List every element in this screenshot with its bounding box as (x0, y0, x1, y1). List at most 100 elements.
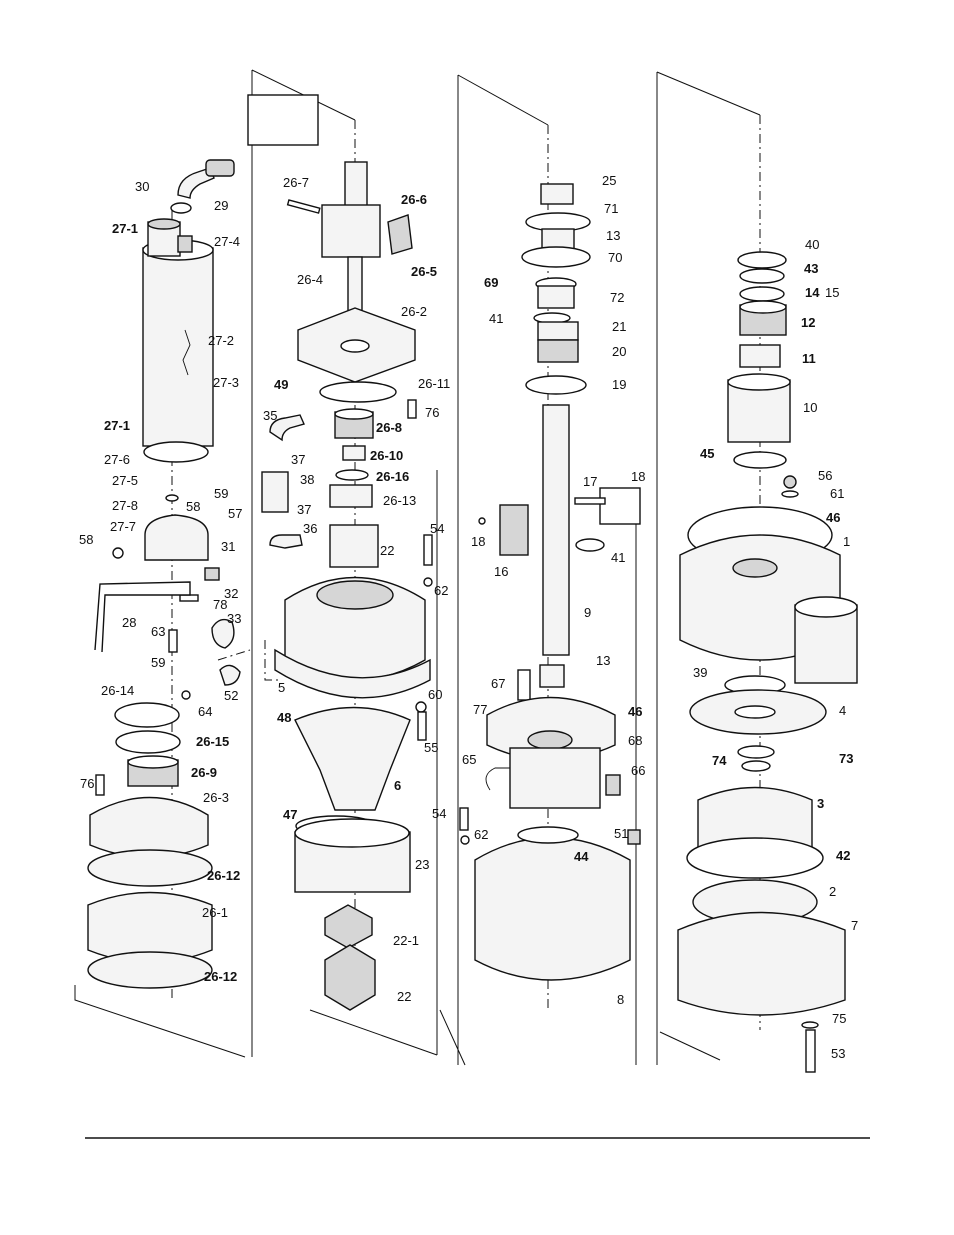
washer-62 (460, 835, 470, 845)
nut-22 (324, 944, 376, 1011)
part-label-14: 14 (805, 285, 820, 300)
part-label-61: 61 (830, 486, 844, 501)
pin-26-7 (286, 199, 321, 214)
part-label-71: 71 (604, 201, 618, 216)
part-label-46: 46 (628, 704, 642, 719)
part-label-13: 13 (606, 228, 620, 243)
part-label-27-3: 27-3 (213, 375, 239, 390)
volute-6 (294, 706, 411, 811)
panel-frames (74, 69, 761, 1066)
part-label-60: 60 (428, 687, 442, 702)
part-label-22: 22 (380, 543, 394, 558)
part-label-26-13: 26-13 (383, 493, 416, 508)
part-label-15: 15 (825, 285, 839, 300)
o-ring-44 (517, 826, 579, 844)
part-label-22: 22 (397, 989, 411, 1004)
cable-connector-38 (261, 471, 289, 513)
part-label-38: 38 (300, 472, 314, 487)
part-label-21: 21 (612, 319, 626, 334)
elbow-35 (269, 414, 305, 442)
column-2-parts (261, 161, 433, 1011)
part-label-26-8: 26-8 (376, 420, 402, 435)
part-label-41: 41 (489, 311, 503, 326)
part-label-12: 12 (801, 315, 815, 330)
part-label-35: 35 (263, 408, 277, 423)
part-label-57: 57 (228, 506, 242, 521)
motor-junction-box (247, 94, 319, 146)
part-label-27-2: 27-2 (208, 333, 234, 348)
part-label-4: 4 (839, 703, 846, 718)
part-label-48: 48 (277, 710, 291, 725)
bearing-housing-26-3 (89, 796, 209, 859)
switch-bracket-31 (144, 514, 209, 561)
part-label-41: 41 (611, 550, 625, 565)
sleeve-25 (540, 183, 574, 205)
wing-nut-33 (211, 618, 235, 649)
clip-52 (219, 664, 241, 686)
part-label-26-6: 26-6 (401, 192, 427, 207)
part-label-27-6: 27-6 (104, 452, 130, 467)
part-label-9: 9 (584, 605, 591, 620)
part-label-30: 30 (135, 179, 149, 194)
part-label-10: 10 (803, 400, 817, 415)
part-label-62: 62 (474, 827, 488, 842)
nut-56 (783, 475, 797, 489)
plug-51 (627, 829, 641, 845)
part-label-11: 11 (802, 351, 816, 366)
part-label-58: 58 (186, 499, 200, 514)
pump-housing-8 (474, 836, 631, 981)
elbow-36 (269, 534, 303, 549)
spacer-26-10 (342, 445, 366, 461)
part-label-78: 78 (213, 597, 227, 612)
part-label-6: 6 (394, 778, 401, 793)
seal-21 (537, 321, 579, 341)
nut-58 (112, 547, 124, 559)
part-label-74: 74 (712, 753, 727, 768)
bolt-54 (459, 807, 469, 831)
gasket-26-12-lower (87, 951, 213, 989)
part-label-37: 37 (291, 452, 305, 467)
part-label-73: 73 (839, 751, 853, 766)
part-label-27-8: 27-8 (112, 498, 138, 513)
part-label-2: 2 (829, 884, 836, 899)
base-7 (677, 911, 846, 1016)
part-label-49: 49 (274, 377, 288, 392)
part-label-54: 54 (430, 521, 444, 536)
spring-20 (537, 339, 579, 363)
part-label-26-2: 26-2 (401, 304, 427, 319)
o-ring-49 (319, 381, 397, 403)
part-label-33: 33 (227, 611, 241, 626)
seal-11 (739, 344, 781, 368)
washer-74 (741, 760, 771, 772)
part-label-53: 53 (831, 1046, 845, 1061)
part-label-26-1: 26-1 (202, 905, 228, 920)
washer-64 (181, 690, 191, 700)
part-label-20: 20 (612, 344, 626, 359)
part-label-56: 56 (818, 468, 832, 483)
part-label-47: 47 (283, 807, 297, 822)
part-label-25: 25 (602, 173, 616, 188)
bolt-63 (168, 629, 178, 653)
washer-70 (521, 246, 591, 268)
snap-ring-41 (575, 538, 605, 552)
seal-26-13 (329, 484, 373, 508)
part-label-26-12: 26-12 (207, 868, 240, 883)
part-label-43: 43 (804, 261, 818, 276)
bracket-17 (599, 487, 641, 525)
bolt-76 (407, 399, 417, 419)
part-label-66: 66 (631, 763, 645, 778)
gasket-26-12-upper (87, 849, 213, 887)
motor-shaft-top (344, 161, 368, 211)
part-label-36: 36 (303, 521, 317, 536)
part-label-62: 62 (434, 583, 448, 598)
part-label-64: 64 (198, 704, 212, 719)
elbow-fitting-30 (177, 167, 215, 199)
part-label-45: 45 (700, 446, 714, 461)
part-label-7: 7 (851, 918, 858, 933)
part-label-31: 31 (221, 539, 235, 554)
part-label-3: 3 (817, 796, 824, 811)
part-label-8: 8 (617, 992, 624, 1007)
part-label-37: 37 (297, 502, 311, 517)
washer-14 (739, 286, 785, 302)
